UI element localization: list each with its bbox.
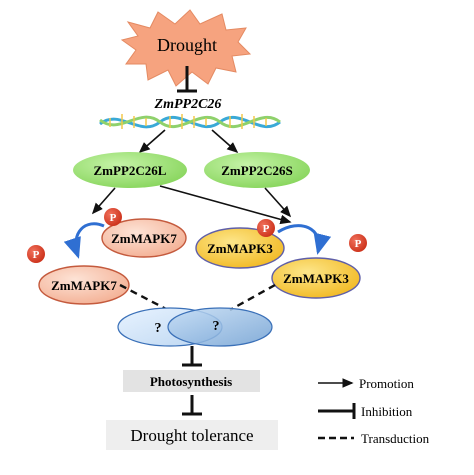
arrow-gene-to-L (138, 129, 166, 154)
inhibition-photosynthesis-tolerance (182, 395, 202, 416)
drought-starburst: Drought (120, 9, 252, 87)
phospho-badge-mapk3-top: P (257, 219, 275, 237)
legend-transduction-label: Transduction (361, 431, 430, 446)
isoform-L: ZmPP2C26L (73, 152, 187, 188)
isoform-S: ZmPP2C26S (204, 152, 310, 188)
phospho-badge-label: P (355, 238, 362, 250)
drought-tolerance-label: Drought tolerance (130, 426, 253, 445)
photosynthesis-label: Photosynthesis (150, 374, 232, 389)
gene-label: ZmPP2C26 (154, 97, 222, 112)
phospho-badge-label: P (33, 249, 40, 261)
phospho-badge-mapk7-left: P (27, 245, 45, 263)
legend-promotion: Promotion (318, 376, 414, 391)
mapk3-phosphorylated: ZmMAPK3 (271, 257, 361, 299)
starburst-shape (120, 9, 252, 87)
mapk3-unphosphorylated: ZmMAPK3 (195, 227, 285, 269)
dna-helix (99, 114, 281, 129)
inhibition-unknown-photosynthesis (182, 346, 202, 367)
photosynthesis-box: Photosynthesis (123, 370, 260, 392)
drought-label: Drought (157, 35, 217, 55)
legend-promotion-label: Promotion (359, 376, 414, 391)
mapk7-phos-label: ZmMAPK7 (51, 278, 117, 293)
phospho-arrow-mapk7 (63, 222, 105, 259)
mapk3-phos-label: ZmMAPK3 (283, 271, 349, 286)
unknown-left-label: ? (155, 321, 162, 336)
inhibition-drought-gene (177, 66, 197, 93)
isoform-L-label: ZmPP2C26L (94, 163, 167, 178)
phospho-badge-mapk3-right: P (349, 234, 367, 252)
isoform-S-label: ZmPP2C26S (221, 163, 293, 178)
arrow-L-to-mapk7 (91, 187, 116, 215)
mapk3-unphos-label: ZmMAPK3 (207, 241, 273, 256)
legend-transduction: Transduction (318, 431, 430, 446)
transduction-mapk3 (229, 283, 276, 312)
drought-tolerance-box: Drought tolerance (106, 420, 278, 450)
mapk7-phosphorylated: ZmMAPK7 (38, 265, 130, 305)
mapk7-unphosphorylated: ZmMAPK7 (101, 218, 187, 258)
unknown-right (167, 307, 273, 347)
phospho-badge-label: P (110, 212, 117, 224)
transduction-mapk7 (119, 283, 169, 312)
legend-inhibition: Inhibition (318, 403, 413, 419)
unknown-components: ? ? (117, 307, 273, 347)
mapk7-unphos-label: ZmMAPK7 (111, 231, 177, 246)
arrow-gene-to-S (211, 129, 239, 154)
phospho-arrow-mapk3 (277, 224, 332, 255)
arrow-L-to-mapk3 (159, 185, 292, 225)
phospho-badge-label: P (263, 223, 270, 235)
arrow-S-to-mapk3 (264, 187, 292, 218)
legend: Promotion Inhibition Transduction (318, 376, 430, 446)
legend-inhibition-label: Inhibition (361, 404, 413, 419)
unknown-right-label: ? (213, 319, 220, 334)
phospho-badge-mapk7-top: P (104, 208, 122, 226)
